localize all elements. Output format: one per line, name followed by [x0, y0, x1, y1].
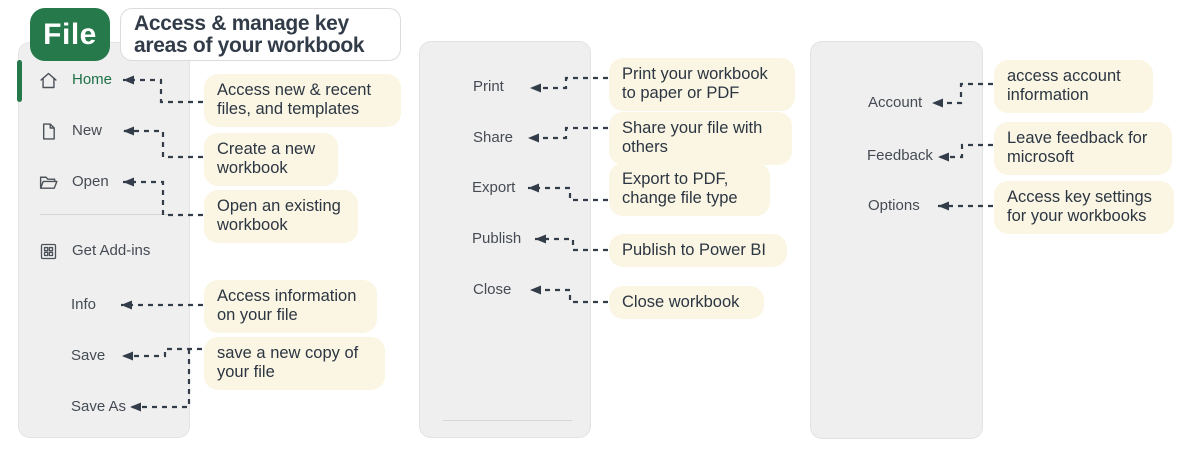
diagram-title: Access & manage key areas of your workbo… — [120, 8, 401, 61]
menu-item-label: Feedback — [867, 147, 933, 164]
callout-open: Open an existing workbook — [204, 190, 358, 243]
menu-item-label: Open — [72, 173, 109, 190]
menu-item-new[interactable]: New — [38, 120, 102, 142]
menu-item-save[interactable]: Save — [71, 345, 105, 367]
menu-item-label: New — [72, 122, 103, 139]
callout-new: Create a new workbook — [204, 133, 338, 186]
menu-item-label: Info — [71, 296, 97, 313]
menu-item-account[interactable]: Account — [868, 92, 922, 114]
menu-item-label: Account — [868, 94, 923, 111]
menu-item-label: Save — [71, 347, 106, 364]
home-icon — [38, 70, 59, 91]
menu-item-share[interactable]: Share — [473, 127, 513, 149]
new-document-icon — [38, 121, 59, 142]
menu-item-feedback[interactable]: Feedback — [867, 145, 933, 167]
menu-item-label: Save As — [71, 398, 127, 415]
menu-item-label: Get Add-ins — [72, 242, 151, 259]
menu-item-home[interactable]: Home — [38, 69, 112, 91]
menu-item-label: Options — [868, 197, 920, 214]
file-tab-button[interactable]: File — [30, 8, 110, 61]
callout-feedback: Leave feedback for microsoft — [994, 122, 1172, 175]
backstage-right-panel — [810, 41, 983, 439]
menu-item-publish[interactable]: Publish — [472, 228, 521, 250]
menu-item-open[interactable]: Open — [38, 171, 109, 193]
callout-print: Print your workbook to paper or PDF — [609, 58, 795, 111]
menu-item-export[interactable]: Export — [472, 177, 515, 199]
callout-publish: Publish to Power BI — [609, 234, 787, 268]
callout-share: Share your file with others — [609, 112, 792, 165]
left-panel-divider — [40, 214, 170, 215]
menu-item-label: Home — [72, 71, 113, 88]
open-folder-icon — [38, 172, 59, 193]
menu-item-save-as[interactable]: Save As — [71, 396, 126, 418]
callout-options: Access key settings for your workbooks — [994, 181, 1174, 234]
menu-item-options[interactable]: Options — [868, 195, 920, 217]
diagram-title-line2: areas of your workbook — [134, 34, 365, 58]
menu-item-info[interactable]: Info — [71, 294, 96, 316]
callout-account: access account information — [994, 60, 1153, 113]
callout-save: save a new copy of your file — [204, 337, 385, 390]
menu-item-get-add-ins[interactable]: Get Add-ins — [38, 240, 150, 262]
menu-item-print[interactable]: Print — [473, 76, 504, 98]
callout-info: Access information on your file — [204, 280, 377, 333]
menu-item-label: Close — [473, 281, 512, 298]
diagram-title-line1: Access & manage key — [134, 12, 349, 35]
callout-home: Access new & recent files, and templates — [204, 74, 401, 127]
menu-item-label: Share — [473, 129, 514, 146]
menu-item-label: Print — [473, 78, 504, 95]
add-ins-icon — [38, 241, 59, 262]
middle-panel-divider — [443, 420, 572, 421]
menu-item-label: Export — [472, 179, 516, 196]
menu-item-label: Publish — [472, 230, 522, 247]
menu-item-close[interactable]: Close — [473, 279, 511, 301]
callout-close: Close workbook — [609, 286, 764, 320]
callout-export: Export to PDF, change file type — [609, 163, 770, 216]
home-active-indicator — [17, 60, 22, 102]
